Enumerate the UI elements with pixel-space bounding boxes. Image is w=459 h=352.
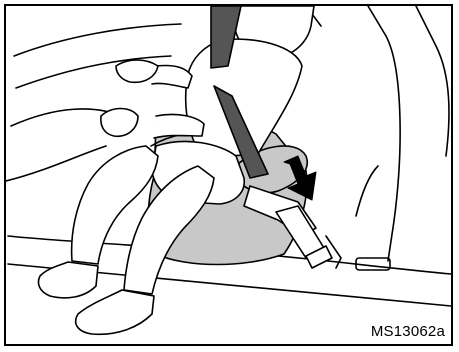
figure-code: MS13062a	[371, 323, 445, 340]
child-booster-seat-illustration	[6, 6, 451, 344]
figure-frame: MS13062a	[4, 4, 453, 346]
